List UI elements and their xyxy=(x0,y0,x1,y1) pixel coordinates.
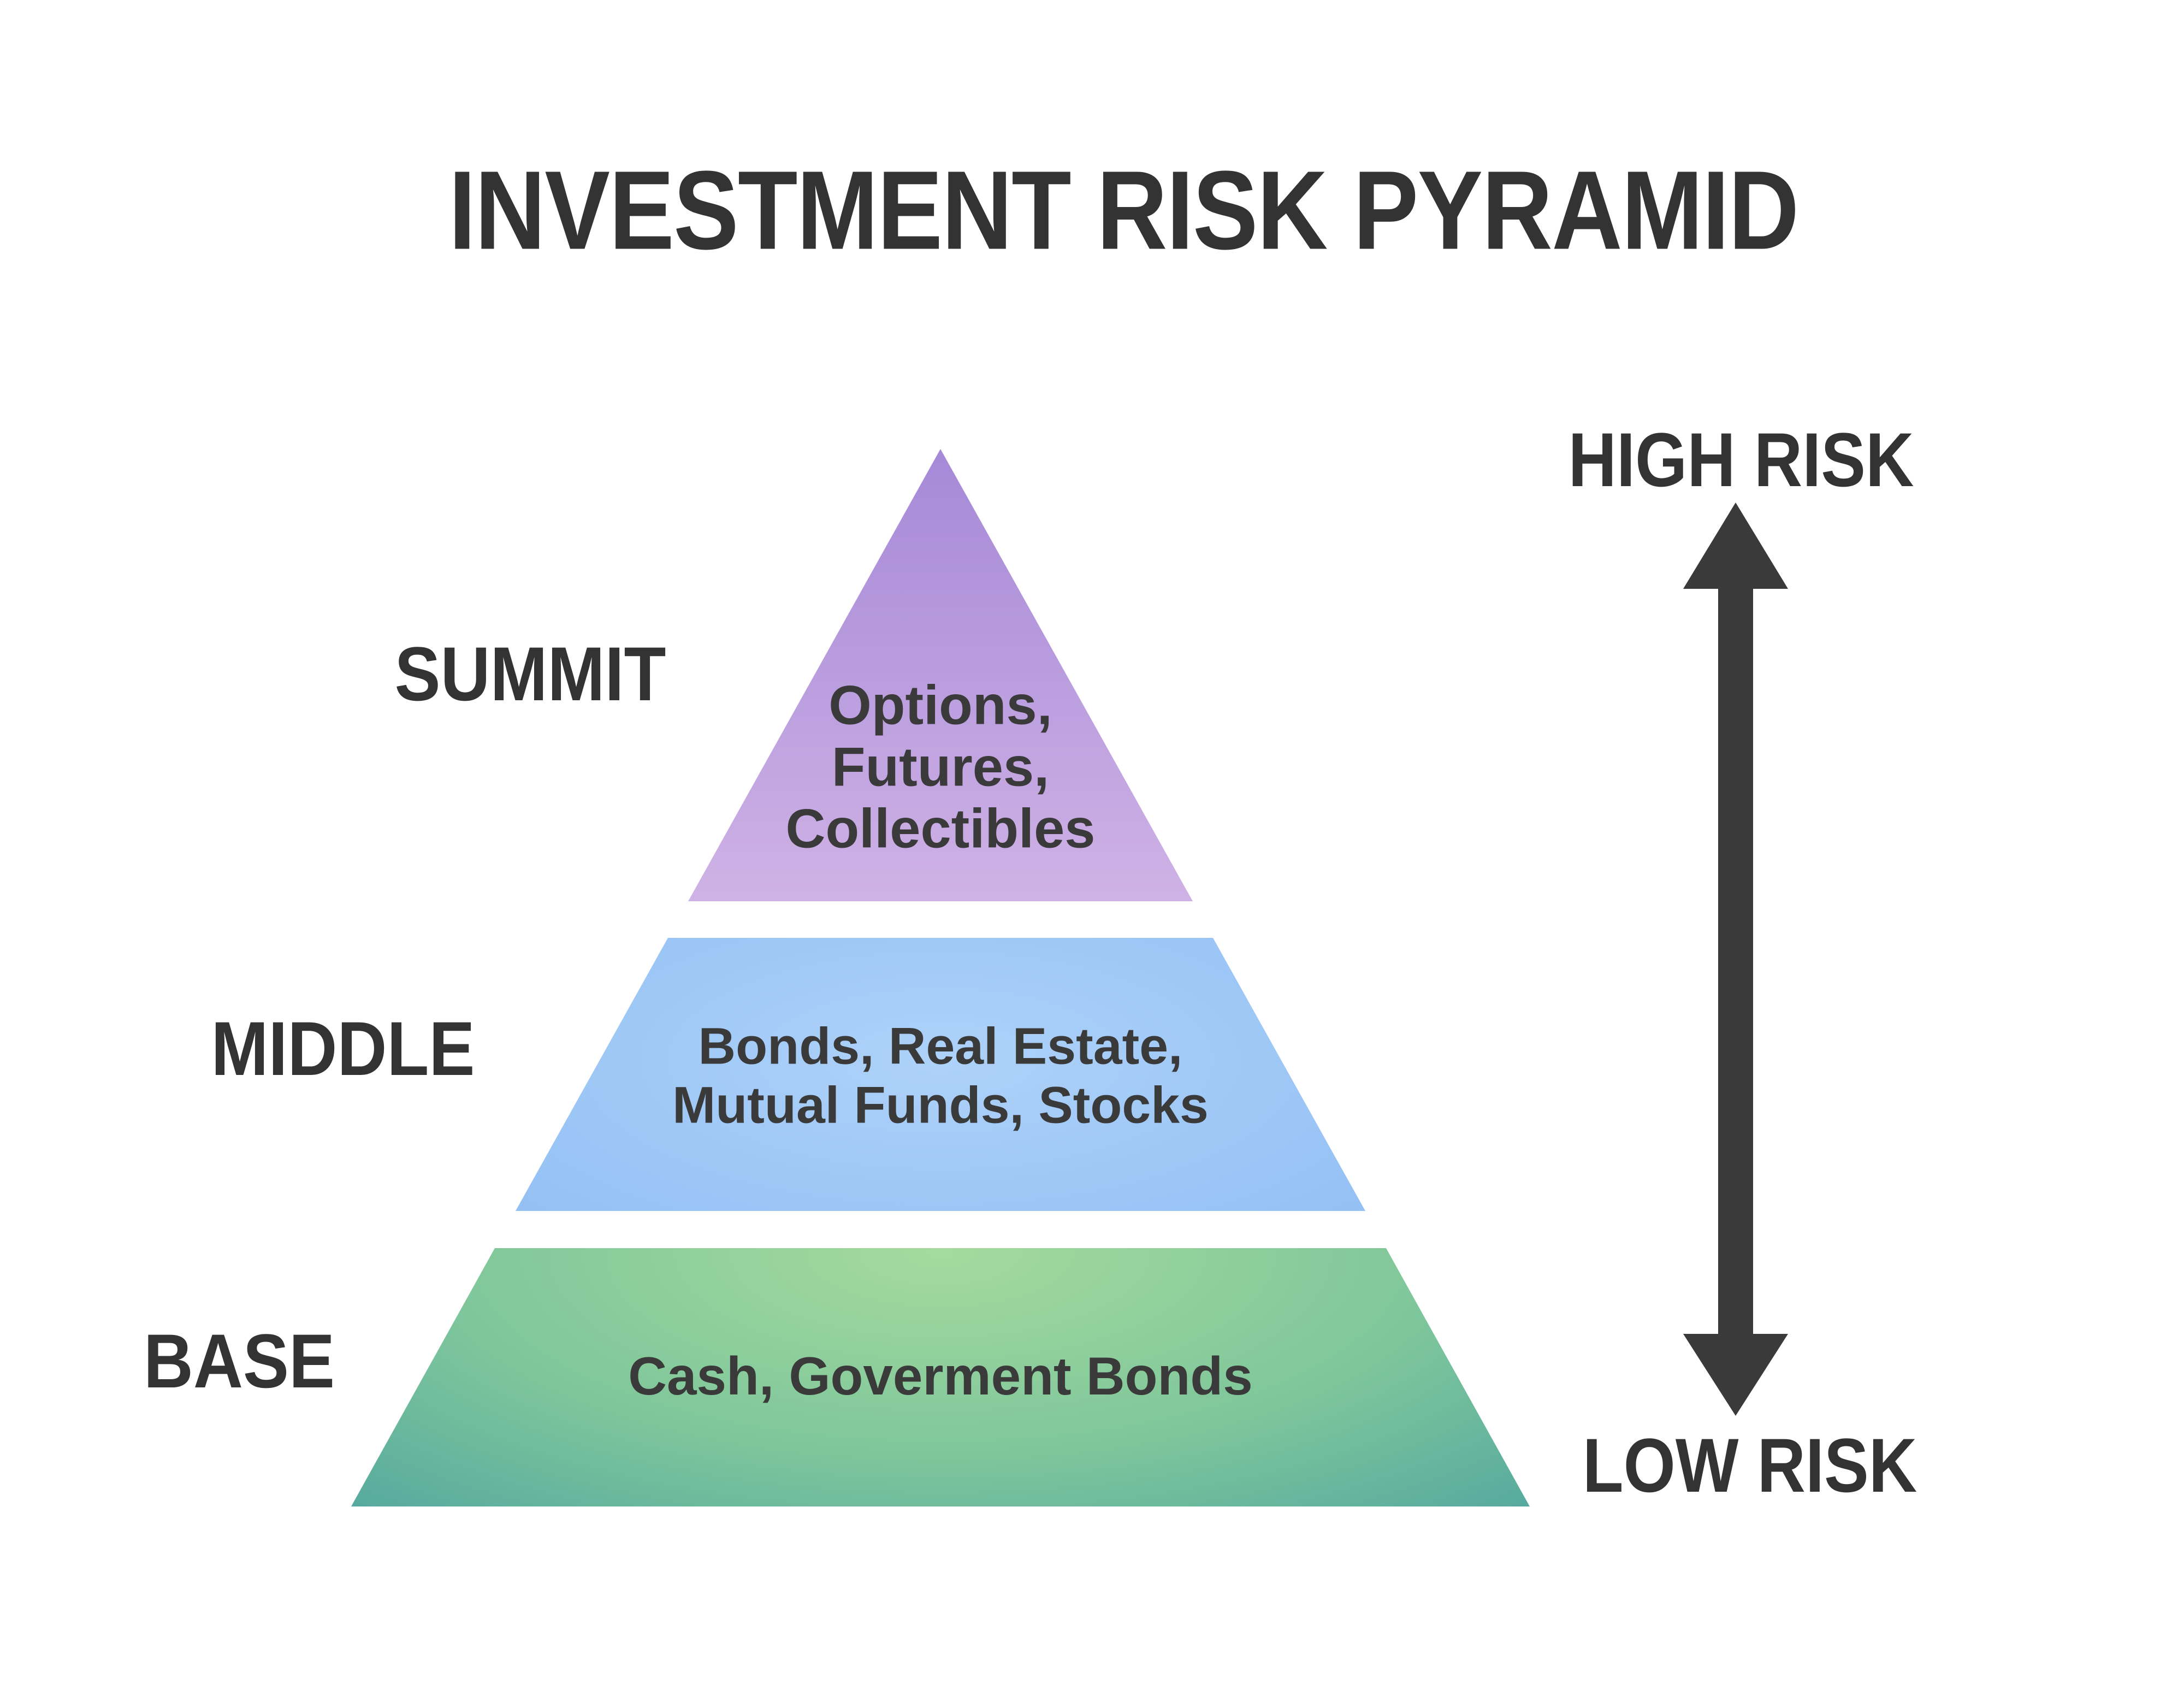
low-risk-label: LOW RISK xyxy=(1582,1422,1917,1508)
tier-summit-items: Options, Futures, Collectibles xyxy=(786,675,1096,860)
tier-summit-line-3: Collectibles xyxy=(785,798,1096,860)
diagram-title: INVESTMENT RISK PYRAMID xyxy=(448,147,1799,273)
level-label-middle: MIDDLE xyxy=(211,1006,475,1091)
tier-middle-line-1: Bonds, Real Estate, xyxy=(698,1017,1183,1076)
risk-arrow-shaft-icon xyxy=(1718,584,1753,1338)
tier-middle-items: Bonds, Real Estate, Mutual Funds, Stocks xyxy=(672,1017,1209,1136)
pyramid-tier-summit: Options, Futures, Collectibles xyxy=(688,449,1193,901)
risk-arrow-up-head-icon xyxy=(1683,503,1788,589)
tier-summit-line-1: Options, xyxy=(828,675,1052,736)
high-risk-label: HIGH RISK xyxy=(1568,417,1914,503)
tier-base-line-1: Cash, Goverment Bonds xyxy=(628,1346,1253,1407)
risk-arrow-down-head-icon xyxy=(1683,1334,1788,1416)
tier-base-items: Cash, Goverment Bonds xyxy=(628,1346,1253,1407)
tier-middle-line-2: Mutual Funds, Stocks xyxy=(672,1077,1209,1134)
level-label-base: BASE xyxy=(143,1318,335,1404)
level-label-summit: SUMMIT xyxy=(394,631,666,717)
tier-summit-line-2: Futures, xyxy=(831,736,1050,798)
pyramid-tier-middle: Bonds, Real Estate, Mutual Funds, Stocks xyxy=(516,938,1365,1211)
pyramid-tier-base: Cash, Goverment Bonds xyxy=(351,1248,1530,1506)
